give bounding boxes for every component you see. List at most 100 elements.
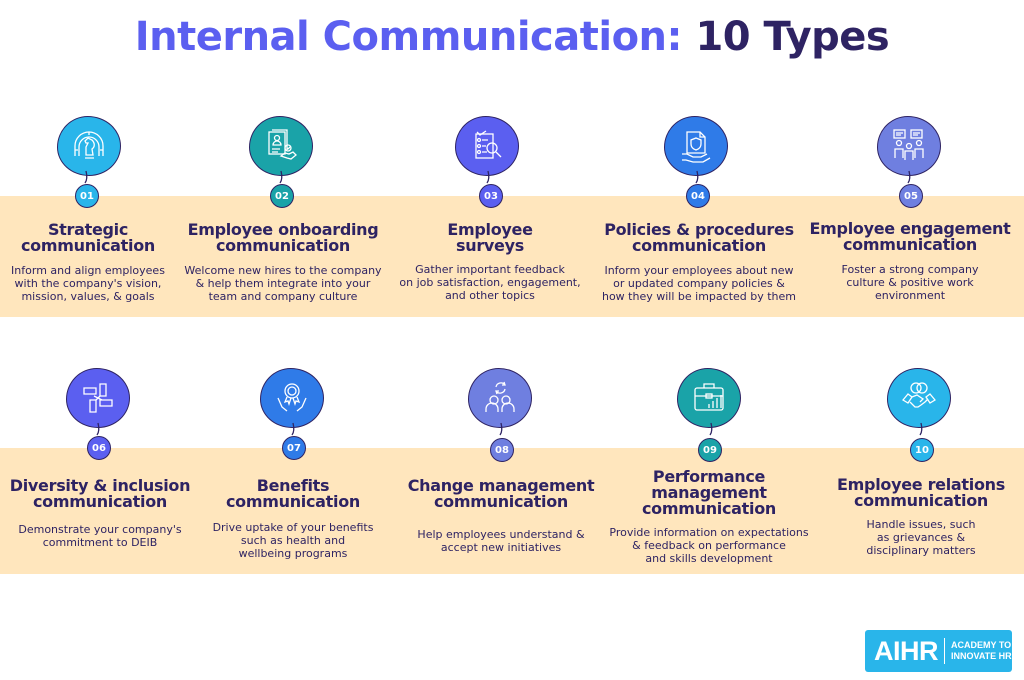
icon-bubble bbox=[877, 116, 941, 176]
card-description: Drive uptake of your benefits such as he… bbox=[191, 521, 395, 560]
card-desc-line: & help them integrate into your bbox=[195, 277, 371, 290]
card-title-line: Diversity & inclusion bbox=[9, 476, 191, 495]
card-desc-line: disciplinary matters bbox=[866, 544, 976, 557]
number-badge: 07 bbox=[282, 436, 306, 460]
card-title: Policies & procedures communication bbox=[597, 222, 801, 254]
icon-bubble bbox=[677, 368, 741, 428]
card-desc-line: wellbeing programs bbox=[238, 547, 348, 560]
chess-knight-icon bbox=[74, 131, 104, 159]
card-title-line: communication bbox=[632, 236, 766, 255]
number-badge: 10 bbox=[910, 438, 934, 462]
card-description: Foster a strong company culture & positi… bbox=[808, 263, 1012, 302]
card-desc-line: Inform and align employees bbox=[11, 264, 165, 277]
card-title-line: Change management bbox=[407, 476, 595, 495]
aihr-logo: AIHR ACADEMY TO INNOVATE HR bbox=[865, 630, 1012, 672]
people-chat-bubbles-icon bbox=[893, 129, 924, 160]
card-desc-line: how they will be impacted by them bbox=[601, 290, 797, 303]
icon-bubble bbox=[260, 368, 324, 428]
card-description: Help employees understand & accept new i… bbox=[399, 528, 603, 554]
card-desc-line: or updated company policies & bbox=[613, 277, 785, 290]
award-hands-icon bbox=[277, 383, 307, 412]
card-desc-line: and skills development bbox=[645, 552, 773, 565]
card-title-line: management bbox=[651, 483, 767, 502]
card-title: Employee relations communication bbox=[819, 477, 1023, 509]
logo-brand: AIHR bbox=[874, 635, 939, 666]
number-badge: 05 bbox=[899, 184, 923, 208]
card-title-line: communication bbox=[642, 499, 776, 518]
logo-divider bbox=[944, 638, 945, 664]
card-title-line: communication bbox=[21, 236, 155, 255]
card-title-line: Policies & procedures bbox=[604, 220, 794, 239]
briefcase-chart-icon bbox=[694, 383, 724, 411]
card-description: Demonstrate your company's commitment to… bbox=[0, 523, 202, 549]
number-badge: 02 bbox=[270, 184, 294, 208]
policy-document-shield-hand-icon bbox=[682, 131, 711, 163]
icon-bubble bbox=[455, 116, 519, 176]
handshake-rings-icon bbox=[902, 382, 936, 408]
card-title-line: Employee bbox=[447, 220, 533, 239]
card-title: Employee onboarding communication bbox=[181, 222, 385, 254]
page-title: Internal Communication: 10 Types bbox=[0, 14, 1024, 60]
number-badge: 01 bbox=[75, 184, 99, 208]
card-desc-line: Foster a strong company bbox=[841, 263, 979, 276]
icon-bubble bbox=[57, 116, 121, 176]
icon-bubble bbox=[468, 368, 532, 428]
card-desc-line: & feedback on performance bbox=[632, 539, 786, 552]
onboarding-document-handshake-icon bbox=[268, 129, 297, 160]
icon-bubble bbox=[66, 368, 130, 428]
card-description: Provide information on expectations & fe… bbox=[607, 526, 811, 565]
number-badge: 09 bbox=[698, 438, 722, 462]
card-title-line: communication bbox=[33, 492, 167, 511]
card-desc-line: Drive uptake of your benefits bbox=[212, 521, 374, 534]
logo-tagline: ACADEMY TO INNOVATE HR bbox=[951, 640, 1012, 662]
number-badge: 03 bbox=[479, 184, 503, 208]
number-badge: 06 bbox=[87, 436, 111, 460]
number-badge: 04 bbox=[686, 184, 710, 208]
card-title-line: surveys bbox=[456, 236, 524, 255]
card-desc-line: Gather important feedback bbox=[415, 263, 565, 276]
card-desc-line: culture & positive work bbox=[846, 276, 974, 289]
card-desc-line: team and company culture bbox=[208, 290, 358, 303]
card-title: Employee engagement communication bbox=[808, 221, 1012, 253]
card-title: Change management communication bbox=[399, 478, 603, 510]
card-title-line: communication bbox=[854, 491, 988, 510]
icon-bubble bbox=[887, 368, 951, 428]
card-desc-line: commitment to DEIB bbox=[42, 536, 158, 549]
card-desc-line: Handle issues, such bbox=[866, 518, 976, 531]
card-desc-line: such as health and bbox=[240, 534, 346, 547]
card-title-line: Strategic bbox=[47, 220, 129, 239]
card-title-line: communication bbox=[434, 492, 568, 511]
card-title-line: communication bbox=[216, 236, 350, 255]
card-description: Inform your employees about new or updat… bbox=[597, 264, 801, 303]
card-desc-line: Help employees understand & bbox=[417, 528, 585, 541]
card-desc-line: Inform your employees about new bbox=[604, 264, 794, 277]
card-desc-line: with the company's vision, bbox=[14, 277, 162, 290]
card-desc-line: Welcome new hires to the company bbox=[184, 264, 382, 277]
card-title-line: communication bbox=[226, 492, 360, 511]
card-desc-line: accept new initiatives bbox=[440, 541, 562, 554]
card-title-line: Employee engagement bbox=[809, 219, 1011, 238]
people-change-arrows-icon bbox=[485, 381, 515, 412]
band-row-1 bbox=[0, 196, 1024, 317]
title-main: Internal Communication: bbox=[134, 14, 683, 60]
card-title-line: Benefits bbox=[256, 476, 330, 495]
card-description: Inform and align employees with the comp… bbox=[0, 264, 190, 303]
card-title: Employee surveys bbox=[388, 222, 592, 254]
card-description: Welcome new hires to the company & help … bbox=[181, 264, 385, 303]
card-desc-line: on job satisfaction, engagement, bbox=[399, 276, 581, 289]
card-desc-line: and other topics bbox=[445, 289, 535, 302]
band-row-2 bbox=[0, 448, 1024, 574]
card-title-line: communication bbox=[843, 235, 977, 254]
card-desc-line: Provide information on expectations bbox=[609, 526, 809, 539]
title-count: 10 Types bbox=[695, 14, 890, 60]
survey-checklist-magnifier-icon bbox=[475, 130, 502, 159]
logo-tagline-line: INNOVATE HR bbox=[951, 651, 1012, 661]
number-badge: 08 bbox=[490, 438, 514, 462]
card-title-line: Employee onboarding bbox=[187, 220, 379, 239]
card-title: Strategic communication bbox=[0, 222, 190, 254]
card-title-line: Performance bbox=[652, 467, 766, 486]
card-title: Performance management communication bbox=[607, 469, 811, 517]
card-description: Gather important feedback on job satisfa… bbox=[388, 263, 592, 302]
card-title-line: Employee relations bbox=[837, 475, 1005, 494]
